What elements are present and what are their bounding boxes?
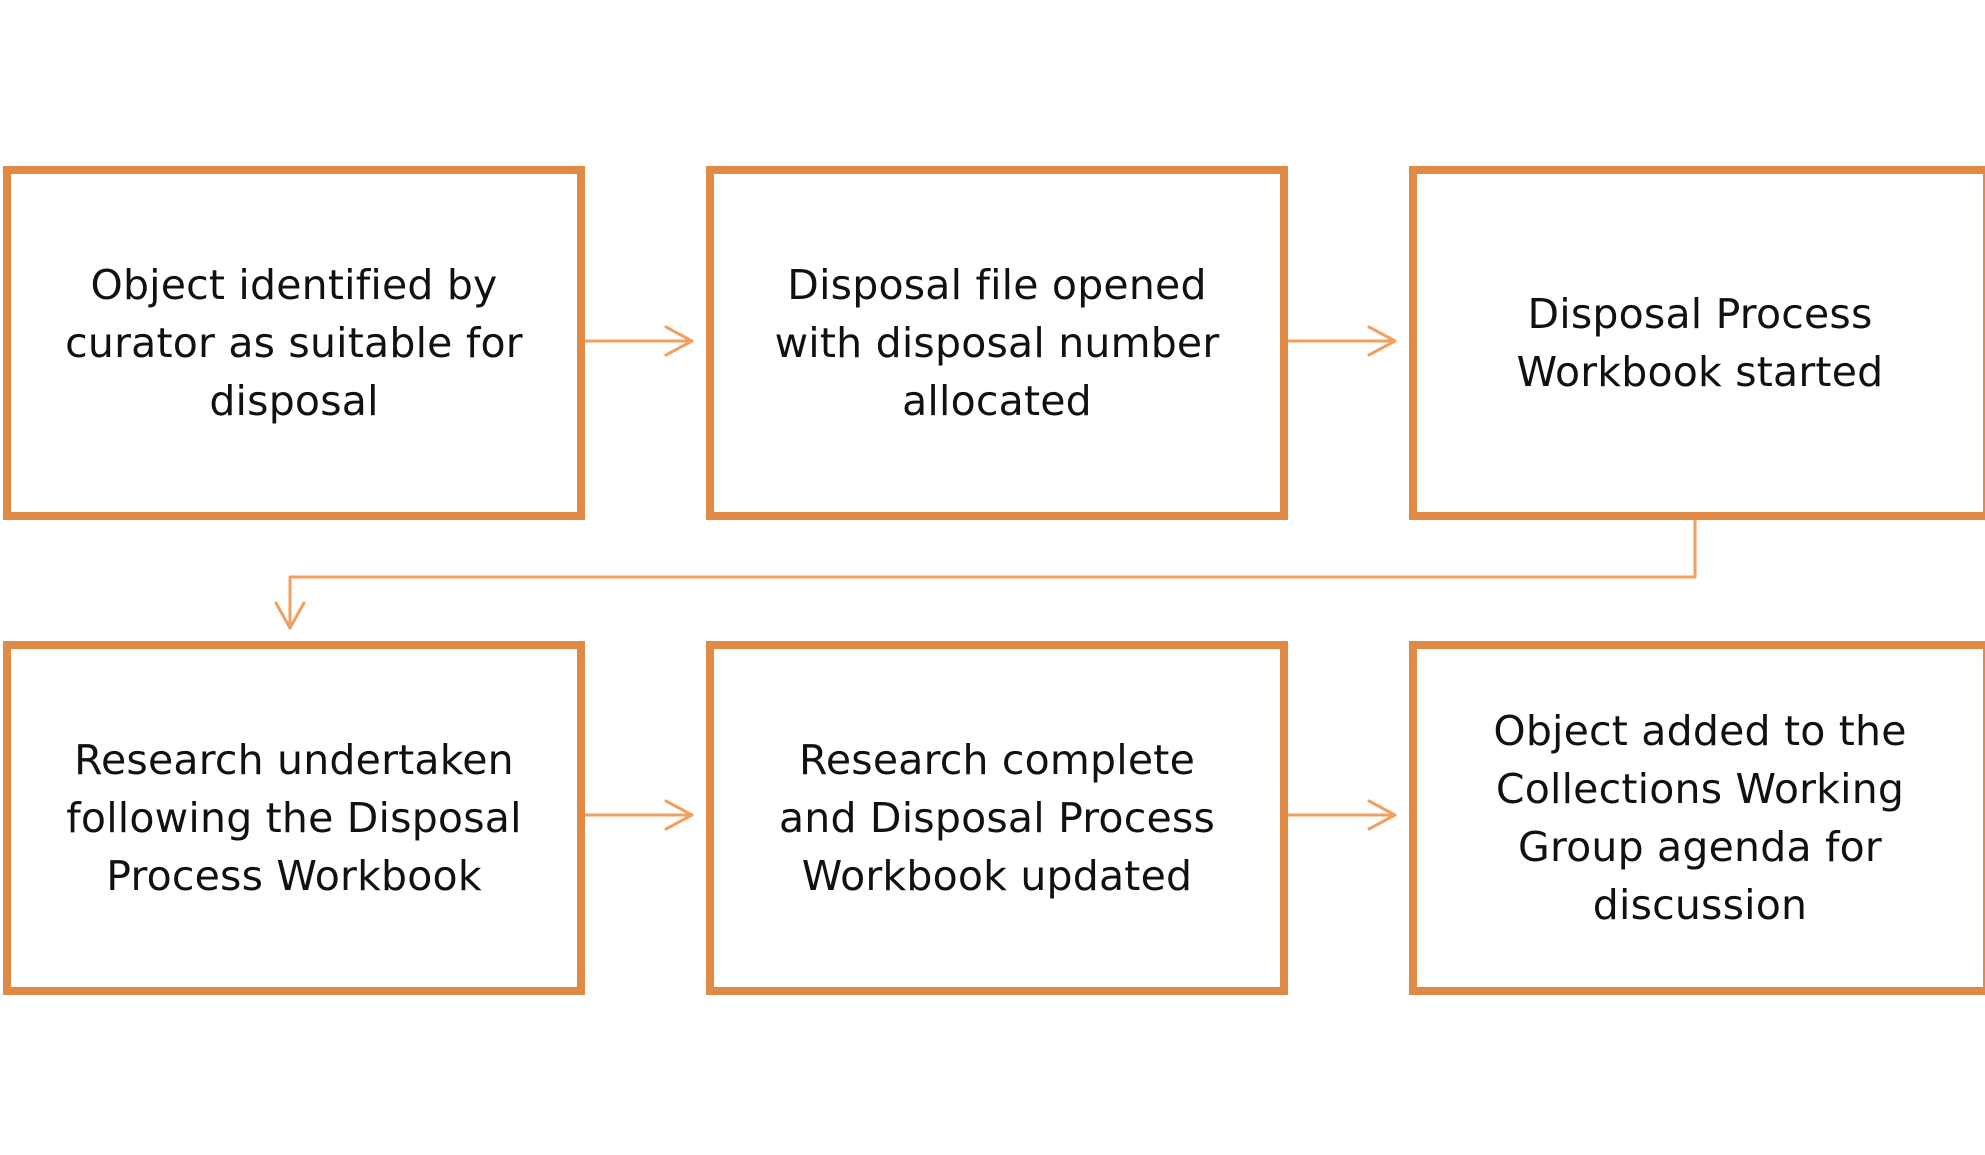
step-box-5: Research complete and Disposal Process W… — [706, 641, 1288, 995]
arrow-step1-to-step2 — [576, 325, 694, 357]
step-label-object-identified: Object identified by curator as suitable… — [65, 261, 523, 425]
arrow-step3-to-step4 — [274, 514, 1697, 630]
step-box-1: Object identified by curator as suitable… — [3, 166, 585, 520]
arrow-step5-to-step6 — [1279, 799, 1397, 831]
step-box-3: Disposal Process Workbook started — [1409, 166, 1985, 520]
arrow-step2-to-step3 — [1279, 325, 1397, 357]
step-label-object-added-to-agenda: Object added to the Collections Working … — [1493, 707, 1907, 929]
arrow-step4-to-step5 — [576, 799, 694, 831]
step-box-6: Object added to the Collections Working … — [1409, 641, 1985, 995]
step-box-4: Research undertaken following the Dispos… — [3, 641, 585, 995]
step-label-research-complete: Research complete and Disposal Process W… — [778, 736, 1216, 900]
step-label-research-undertaken: Research undertaken following the Dispos… — [66, 736, 522, 900]
step-box-2: Disposal file opened with disposal numbe… — [706, 166, 1288, 520]
step-label-disposal-file-opened: Disposal file opened with disposal numbe… — [774, 261, 1220, 425]
step-label-workbook-started: Disposal Process Workbook started — [1516, 290, 1884, 396]
